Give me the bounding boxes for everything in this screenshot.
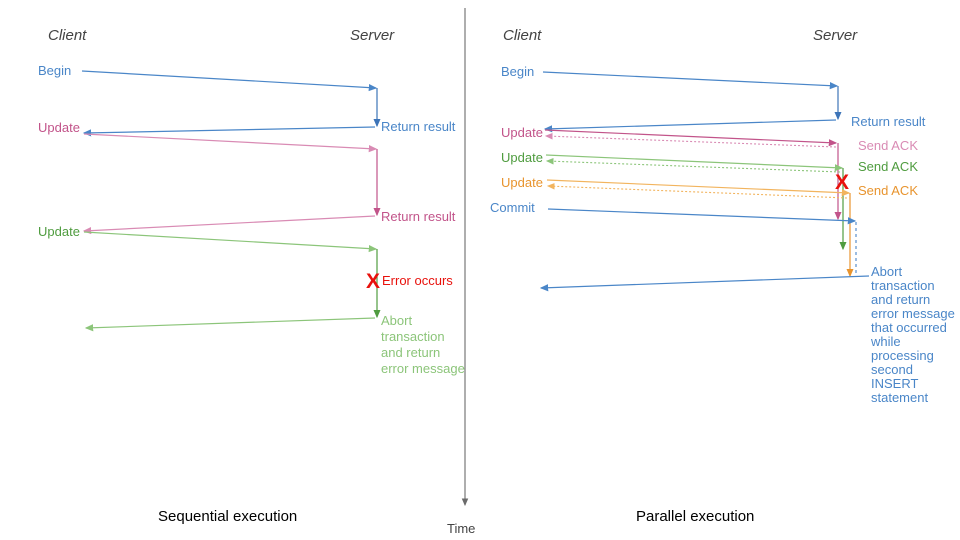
panel-caption-sequential: Sequential execution: [158, 508, 297, 525]
client-actor-label: Client: [503, 27, 542, 44]
server-actor-label: Server: [350, 27, 395, 44]
abort-line: statement: [871, 390, 928, 405]
time-axis-label: Time: [447, 521, 475, 536]
arrow-ack-green: [545, 157, 841, 173]
abort-line: processing: [871, 348, 934, 363]
arrow-update-pink: [544, 129, 838, 147]
arrow-begin: [542, 71, 839, 90]
abort-line: and return: [381, 345, 440, 360]
message-label-return-result-1: Return result: [381, 119, 456, 134]
arrow-abort-return: [539, 275, 870, 292]
arrow-abort-return: [84, 317, 376, 332]
arrow-ack-orange: [546, 182, 848, 199]
abort-line: error message: [871, 306, 955, 321]
message-label-return-result: Return result: [851, 114, 926, 129]
server-actor-label: Server: [813, 27, 858, 44]
arrow-begin: [81, 70, 378, 92]
arrow-update-2: [83, 231, 378, 253]
arrow-return-result-2: [82, 215, 376, 235]
abort-line: second: [871, 362, 913, 377]
message-label-begin: Begin: [38, 63, 71, 78]
arrow-return-result: [543, 119, 837, 133]
arrow-commit: [547, 208, 857, 225]
message-label-ack-pink: Send ACK: [858, 138, 918, 153]
abort-line: transaction: [871, 278, 935, 293]
message-label-update-pink: Update: [501, 125, 543, 140]
error-x-icon: X: [835, 171, 849, 194]
error-occurs-label: Error occurs: [382, 273, 453, 288]
message-label-begin: Begin: [501, 64, 534, 79]
arrow-update-1: [83, 133, 378, 153]
abort-line: Abort: [381, 313, 412, 328]
message-label-update-orange: Update: [501, 175, 543, 190]
abort-line: INSERT: [871, 376, 918, 391]
arrow-update-orange: [546, 179, 851, 197]
message-label-update-1: Update: [38, 120, 80, 135]
abort-line: error message: [381, 361, 465, 376]
client-actor-label: Client: [48, 27, 87, 44]
message-label-return-result-2: Return result: [381, 209, 456, 224]
panel-caption-parallel: Parallel execution: [636, 508, 754, 525]
abort-line: transaction: [381, 329, 445, 344]
error-x-icon: X: [366, 270, 380, 293]
abort-message-block: Abort transaction and return error messa…: [381, 313, 465, 376]
abort-line: and return: [871, 292, 930, 307]
message-label-commit: Commit: [490, 200, 535, 215]
message-label-update-2: Update: [38, 224, 80, 239]
abort-line: Abort: [871, 264, 902, 279]
abort-message-block: Abort transaction and return error messa…: [870, 264, 955, 405]
arrow-update-green: [545, 154, 844, 172]
panel-parallel: Client Server Begin Update Update Update…: [490, 27, 955, 525]
abort-line: while: [870, 334, 901, 349]
panel-sequential: Client Server Begin Return result Update…: [38, 27, 465, 525]
message-label-ack-orange: Send ACK: [858, 183, 918, 198]
arrow-return-result-1: [82, 126, 376, 137]
message-label-ack-green: Send ACK: [858, 159, 918, 174]
message-label-update-green: Update: [501, 150, 543, 165]
abort-line: that occurred: [871, 320, 947, 335]
arrow-ack-pink: [544, 132, 837, 148]
